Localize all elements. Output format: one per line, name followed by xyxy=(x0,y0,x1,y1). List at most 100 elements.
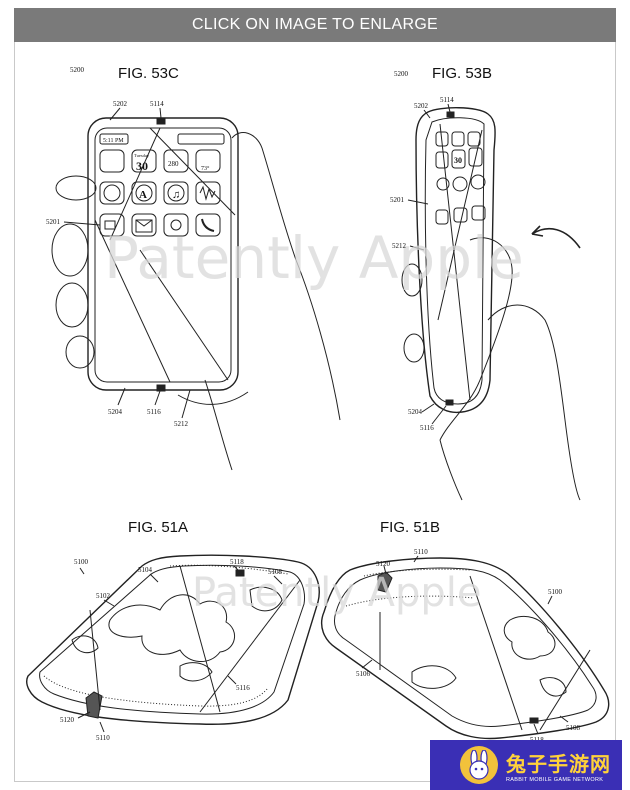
ref-51b-5110: 5110 xyxy=(414,548,428,556)
clock-icon xyxy=(99,181,125,205)
phone-51b-body xyxy=(320,557,610,740)
app-store-circle xyxy=(135,184,153,202)
51a-landmass-1 xyxy=(108,594,235,662)
ref-51a-5102: 5102 xyxy=(96,592,111,600)
51a-line-2 xyxy=(179,565,221,713)
fig-51a-label: FIG. 51A xyxy=(128,519,188,536)
ref-51a-5110: 5110 xyxy=(96,734,110,742)
ref-53c-5212: 5212 xyxy=(174,420,189,428)
ref-53b-5204: 5204 xyxy=(408,408,423,416)
road-sign-number: 280 xyxy=(168,160,179,168)
b-clock-icon xyxy=(436,177,450,191)
b-leader-5212 xyxy=(409,245,425,251)
phone-icon xyxy=(195,213,221,237)
51a-leader-5110 xyxy=(99,721,105,733)
fig-53b-label: FIG. 53B xyxy=(432,65,492,82)
finger-2 xyxy=(51,223,89,277)
finger-4 xyxy=(65,335,95,369)
sensor-5116 xyxy=(156,384,166,392)
ref-53c-5200: 5200 xyxy=(70,66,85,74)
app-store-icon xyxy=(131,181,157,205)
51a-leader-5104 xyxy=(149,573,159,583)
51b-line-3 xyxy=(539,649,591,731)
camera-icon xyxy=(163,213,189,237)
51b-landmass-1 xyxy=(411,665,457,689)
screen-edge-line-2 xyxy=(94,219,171,383)
status-time-box xyxy=(99,133,129,145)
b-music-icon xyxy=(470,174,486,190)
b-calendar-date: 30 xyxy=(454,156,462,165)
ref-51b-5108: 5108 xyxy=(566,724,581,732)
ref-53c-5114: 5114 xyxy=(150,100,164,108)
fig-51b-label: FIG. 51B xyxy=(380,519,440,536)
ref-51b-5100: 5100 xyxy=(548,588,563,596)
music-circle xyxy=(167,184,185,202)
b-leader-5114 xyxy=(447,103,451,113)
ref-53b-5212: 5212 xyxy=(392,242,407,250)
badge-title: 兔子手游网 xyxy=(506,753,611,776)
thumb-outline xyxy=(439,237,513,441)
watermark-lower: Patently Apple xyxy=(192,570,482,616)
site-logo-badge[interactable]: 兔子手游网 RABBIT MOBILE GAME NETWORK xyxy=(430,740,622,790)
51b-leader-5100 xyxy=(547,595,553,605)
51a-landmass-2 xyxy=(179,662,213,682)
camera-lens xyxy=(170,219,182,231)
51b-top-band-2 xyxy=(345,595,475,607)
hand-53b-wrist xyxy=(439,439,463,501)
leader-5201 xyxy=(63,221,101,226)
ref-51a-5100: 5100 xyxy=(74,558,89,566)
ref-53b-5200: 5200 xyxy=(394,70,409,78)
screen-edge-line-3 xyxy=(139,249,229,381)
phone-53c-screen xyxy=(94,127,232,383)
51b-band-5120 xyxy=(377,571,393,593)
ref-51b-5120: 5120 xyxy=(376,560,391,568)
51a-leader-5116 xyxy=(227,675,237,685)
fig-53c-label: FIG. 53C xyxy=(118,65,179,82)
rabbit-logo-icon xyxy=(460,746,498,784)
hand-53b-outline xyxy=(487,304,581,501)
b-finger-1 xyxy=(401,263,423,297)
b-camera-icon xyxy=(471,205,486,221)
calendar-date: 30 xyxy=(136,159,148,173)
b-leader-5202 xyxy=(423,109,431,119)
ref-51b-5106: 5106 xyxy=(356,670,371,678)
b-maps-icon xyxy=(468,147,483,167)
app-store-glyph: A xyxy=(139,189,147,201)
phone-51a-screen xyxy=(39,564,305,715)
b-icon-2 xyxy=(451,131,465,147)
b-calendar-icon xyxy=(451,149,466,169)
leader-5212 xyxy=(181,389,191,419)
sensor-5114-b xyxy=(446,111,455,118)
calendar-day: Tuesday xyxy=(134,153,150,158)
sensor-5114 xyxy=(156,117,166,125)
51a-landmass-4 xyxy=(71,635,99,654)
waveform xyxy=(199,185,216,201)
enlarge-image-banner[interactable]: CLICK ON IMAGE TO ENLARGE xyxy=(14,8,616,42)
screen-edge-line-1 xyxy=(149,127,236,216)
hand-wrist-line xyxy=(204,379,233,471)
fig-51a xyxy=(26,554,320,733)
fig-53c xyxy=(51,107,341,471)
clock-face xyxy=(103,184,121,202)
51a-leader-5102 xyxy=(103,599,115,607)
voice-memo-icon xyxy=(195,181,221,205)
calendar-icon xyxy=(131,149,157,173)
b-leader-5116 xyxy=(431,405,447,425)
fig-53b xyxy=(401,103,581,501)
mail-icon xyxy=(131,213,157,237)
b-leader-5201 xyxy=(407,199,429,205)
51b-leader-5106 xyxy=(361,659,373,669)
music-note-glyph: ♫ xyxy=(172,189,180,201)
watermark-upper: Patently Apple xyxy=(104,224,524,292)
ref-53c-5201: 5201 xyxy=(46,218,61,226)
phone-53b-body xyxy=(415,107,496,414)
51a-line-1 xyxy=(89,609,101,711)
51b-line-2 xyxy=(469,575,523,731)
video-camera-shape xyxy=(104,220,116,230)
51a-leader-5120 xyxy=(77,711,91,719)
sensor-5116-b xyxy=(445,399,454,406)
badge-text: 兔子手游网 RABBIT MOBILE GAME NETWORK xyxy=(506,748,611,783)
phone-51a-body xyxy=(26,554,320,725)
51b-landmass-3 xyxy=(539,677,567,697)
